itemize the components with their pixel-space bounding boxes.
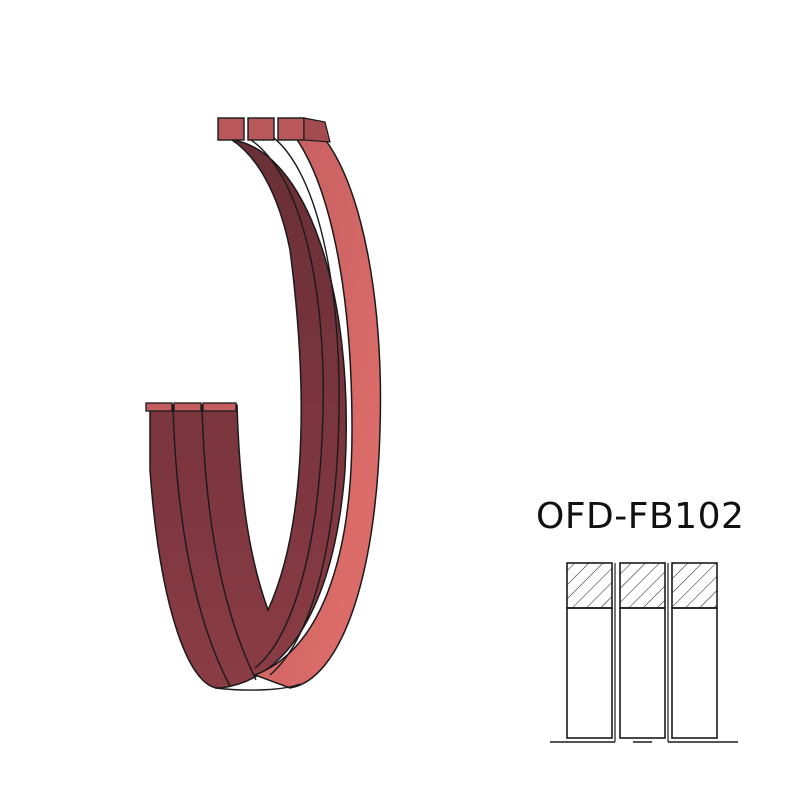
ring-groove-2	[269, 134, 340, 676]
ring-groove-3	[172, 404, 231, 687]
ring-groove-1	[247, 137, 324, 669]
ring-inner-face	[252, 117, 382, 689]
ring-top-cut-face	[217, 117, 331, 143]
part-code-label: OFD-FB102	[536, 496, 745, 537]
section-segment-2	[619, 562, 666, 739]
ring-groove-4	[201, 404, 257, 681]
cross-section-drawing	[550, 562, 738, 743]
ring-bottom-edge	[214, 683, 301, 691]
ring-bottom-cut-face	[145, 402, 237, 412]
section-segment-1	[566, 562, 613, 739]
ring-outer-face	[149, 139, 348, 689]
section-segment-3	[671, 562, 718, 739]
